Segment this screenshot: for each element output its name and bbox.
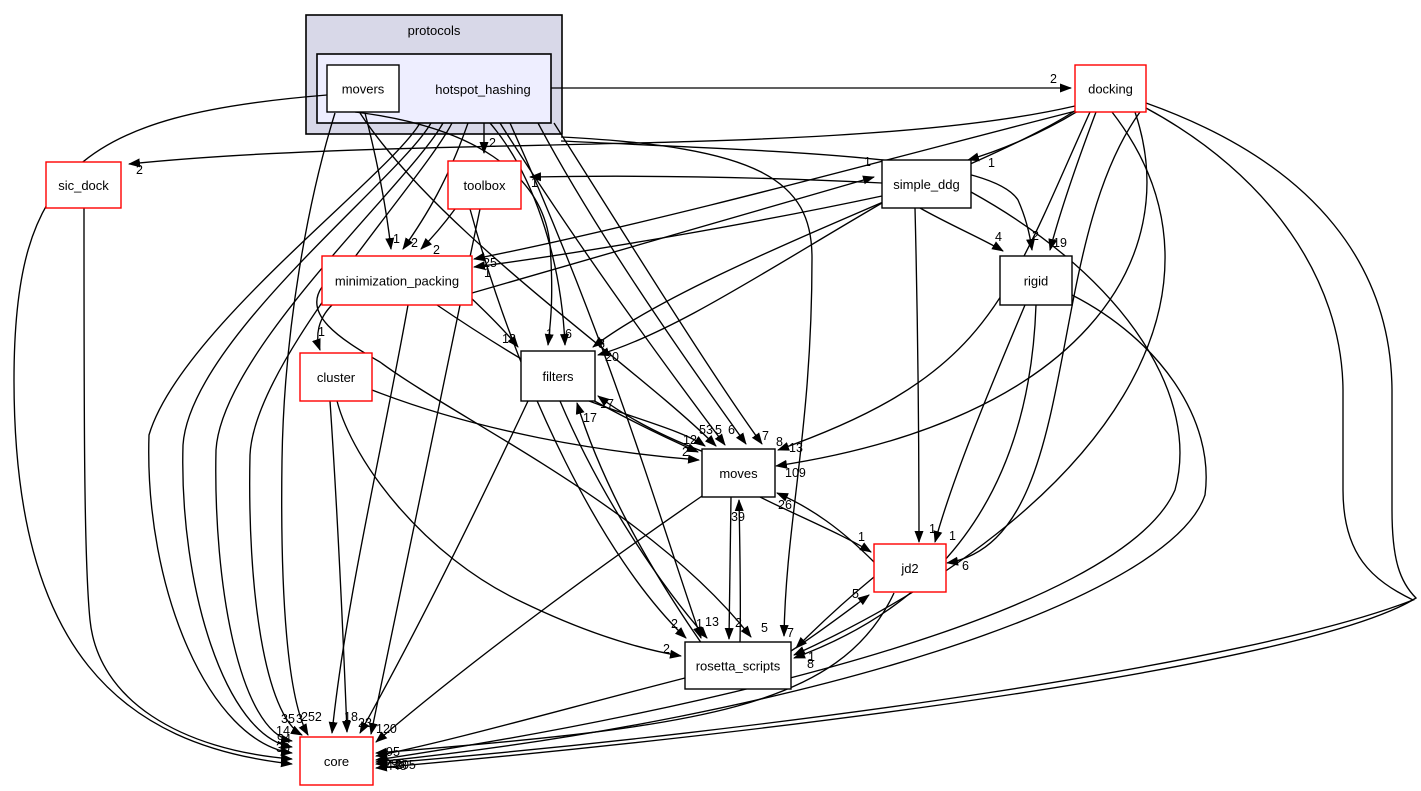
svg-text:cluster: cluster	[317, 370, 356, 385]
svg-text:17: 17	[600, 397, 614, 411]
svg-text:296: 296	[384, 757, 405, 771]
svg-text:109: 109	[785, 466, 806, 480]
svg-text:13: 13	[705, 615, 719, 629]
svg-text:core: core	[324, 754, 349, 769]
svg-text:1: 1	[808, 650, 815, 664]
svg-text:19: 19	[1053, 236, 1067, 250]
svg-text:4: 4	[995, 230, 1002, 244]
svg-text:18: 18	[344, 710, 358, 724]
svg-text:25: 25	[483, 256, 497, 270]
svg-text:1: 1	[393, 232, 400, 246]
svg-text:39: 39	[731, 510, 745, 524]
svg-text:rosetta_scripts: rosetta_scripts	[696, 659, 781, 674]
svg-text:moves: moves	[719, 466, 758, 481]
svg-text:23: 23	[358, 716, 372, 730]
svg-text:12: 12	[683, 433, 697, 447]
svg-text:448: 448	[386, 759, 407, 773]
svg-text:2: 2	[489, 136, 496, 150]
svg-text:6: 6	[565, 327, 572, 341]
svg-text:2: 2	[682, 445, 689, 459]
svg-text:protocols: protocols	[408, 23, 461, 38]
svg-text:hotspot_hashing: hotspot_hashing	[435, 82, 530, 97]
svg-text:2: 2	[411, 236, 418, 250]
svg-text:2: 2	[136, 163, 143, 177]
svg-text:1: 1	[484, 266, 491, 280]
svg-text:252: 252	[301, 710, 322, 724]
svg-text:simple_ddg: simple_ddg	[893, 177, 960, 192]
svg-text:2: 2	[671, 617, 678, 631]
svg-text:5: 5	[852, 587, 859, 601]
svg-text:3: 3	[296, 712, 303, 726]
svg-text:sic_dock: sic_dock	[58, 178, 109, 193]
svg-text:1: 1	[318, 325, 325, 339]
svg-text:minimization_packing: minimization_packing	[335, 274, 459, 289]
svg-text:1: 1	[949, 529, 956, 543]
svg-text:5: 5	[715, 423, 722, 437]
svg-text:8: 8	[776, 435, 783, 449]
svg-text:53: 53	[699, 423, 713, 437]
svg-text:1: 1	[696, 617, 703, 631]
svg-text:jd2: jd2	[900, 561, 918, 576]
svg-text:205: 205	[395, 758, 416, 772]
svg-text:1: 1	[531, 176, 538, 190]
svg-text:toolbox: toolbox	[464, 178, 506, 193]
svg-text:6: 6	[962, 559, 969, 573]
svg-text:2: 2	[663, 642, 670, 656]
svg-text:26: 26	[778, 498, 792, 512]
svg-text:6: 6	[728, 423, 735, 437]
svg-text:14: 14	[276, 724, 290, 738]
svg-text:docking: docking	[1088, 82, 1133, 97]
svg-text:rigid: rigid	[1024, 274, 1049, 289]
svg-text:13: 13	[789, 441, 803, 455]
svg-text:2: 2	[1032, 229, 1039, 243]
svg-text:1: 1	[929, 522, 936, 536]
svg-text:1: 1	[858, 530, 865, 544]
svg-text:1: 1	[864, 155, 871, 169]
svg-text:17: 17	[583, 411, 597, 425]
svg-text:94: 94	[277, 732, 291, 746]
svg-text:120: 120	[376, 722, 397, 736]
svg-text:20: 20	[605, 350, 619, 364]
svg-text:12: 12	[502, 332, 516, 346]
svg-text:movers: movers	[342, 82, 385, 97]
svg-text:2: 2	[735, 616, 742, 630]
svg-text:8: 8	[598, 337, 605, 351]
svg-text:filters: filters	[542, 369, 574, 384]
svg-text:8: 8	[807, 657, 814, 671]
svg-text:95: 95	[386, 745, 400, 759]
svg-text:2: 2	[1050, 72, 1057, 86]
svg-text:35: 35	[281, 712, 295, 726]
svg-text:2: 2	[433, 243, 440, 257]
svg-text:7: 7	[762, 429, 769, 443]
svg-text:7: 7	[787, 626, 794, 640]
svg-text:5: 5	[761, 621, 768, 635]
svg-text:30: 30	[276, 741, 290, 755]
svg-text:1: 1	[546, 327, 553, 341]
svg-text:1: 1	[988, 156, 995, 170]
